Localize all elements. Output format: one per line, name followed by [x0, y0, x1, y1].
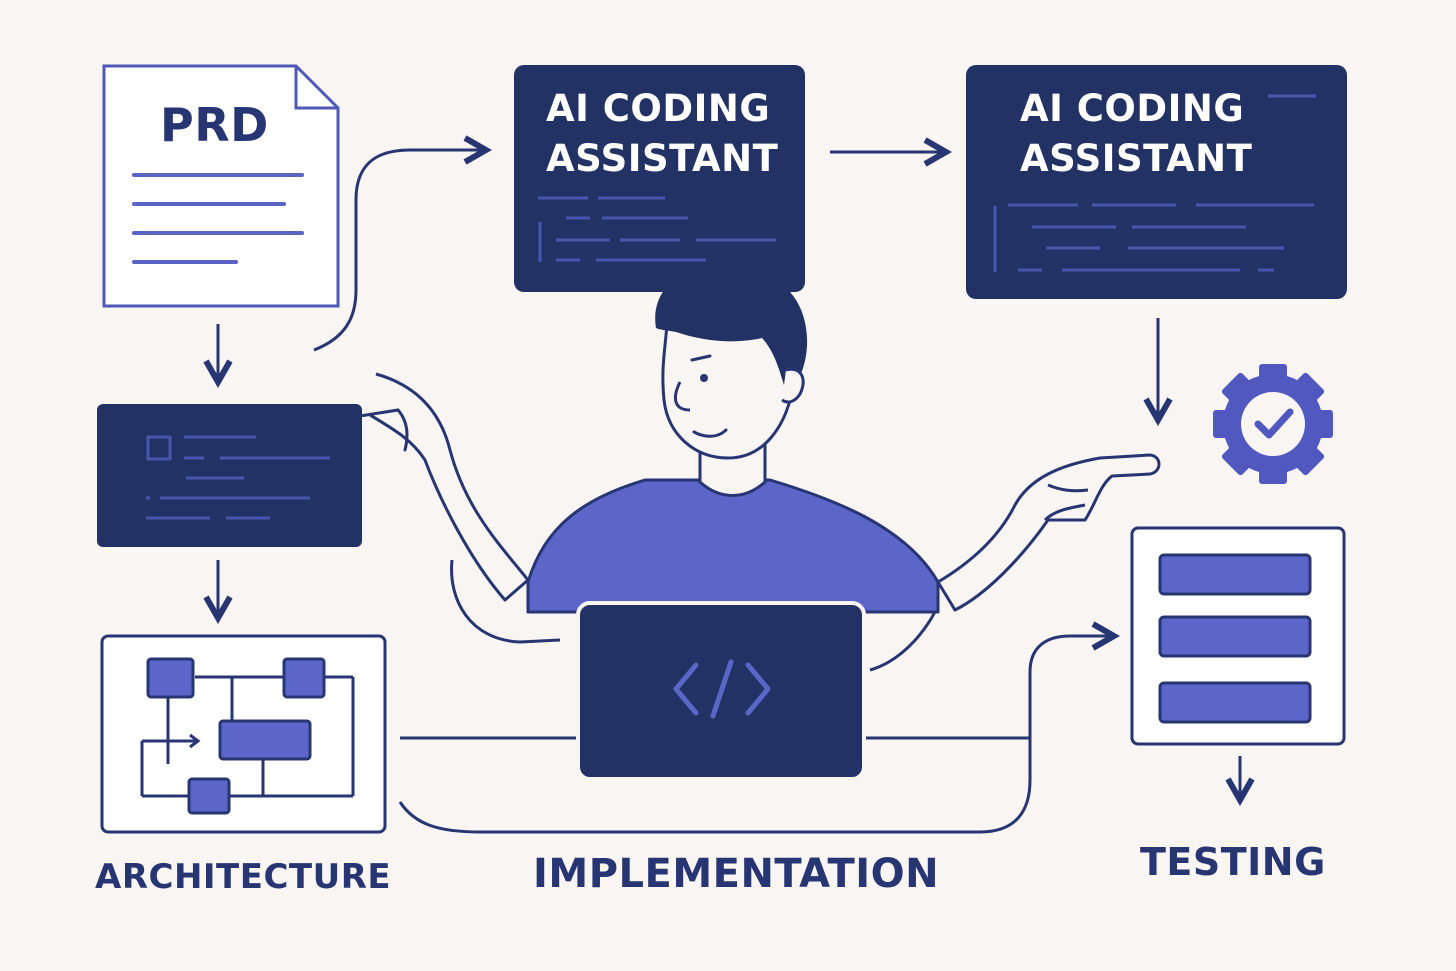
arrow-prd-to-assistant — [313, 150, 486, 352]
prd-document — [102, 64, 340, 308]
architecture-diagram — [100, 634, 387, 834]
code-snippet-box — [97, 404, 362, 547]
ai-assistant-box-2 — [966, 65, 1347, 299]
label-implementation: IMPLEMENTATION — [533, 851, 940, 897]
code-brackets-icon — [673, 659, 771, 719]
gear-check-icon — [1213, 364, 1333, 484]
label-architecture: ARCHITECTURE — [95, 857, 392, 897]
developer-figure — [358, 266, 1161, 672]
assistant-2-title-line1: AI CODING — [1020, 87, 1245, 130]
assistant-1-title-line1: AI CODING — [546, 87, 771, 130]
assistant-2-title-line2: ASSISTANT — [1020, 137, 1253, 180]
arrow-to-testing — [398, 636, 1114, 834]
ai-assistant-box-1 — [514, 65, 805, 292]
prd-title: PRD — [160, 98, 269, 152]
laptop — [576, 601, 866, 781]
testing-checklist — [1130, 526, 1346, 746]
label-testing: TESTING — [1140, 840, 1326, 884]
assistant-1-title-line2: ASSISTANT — [546, 137, 779, 180]
